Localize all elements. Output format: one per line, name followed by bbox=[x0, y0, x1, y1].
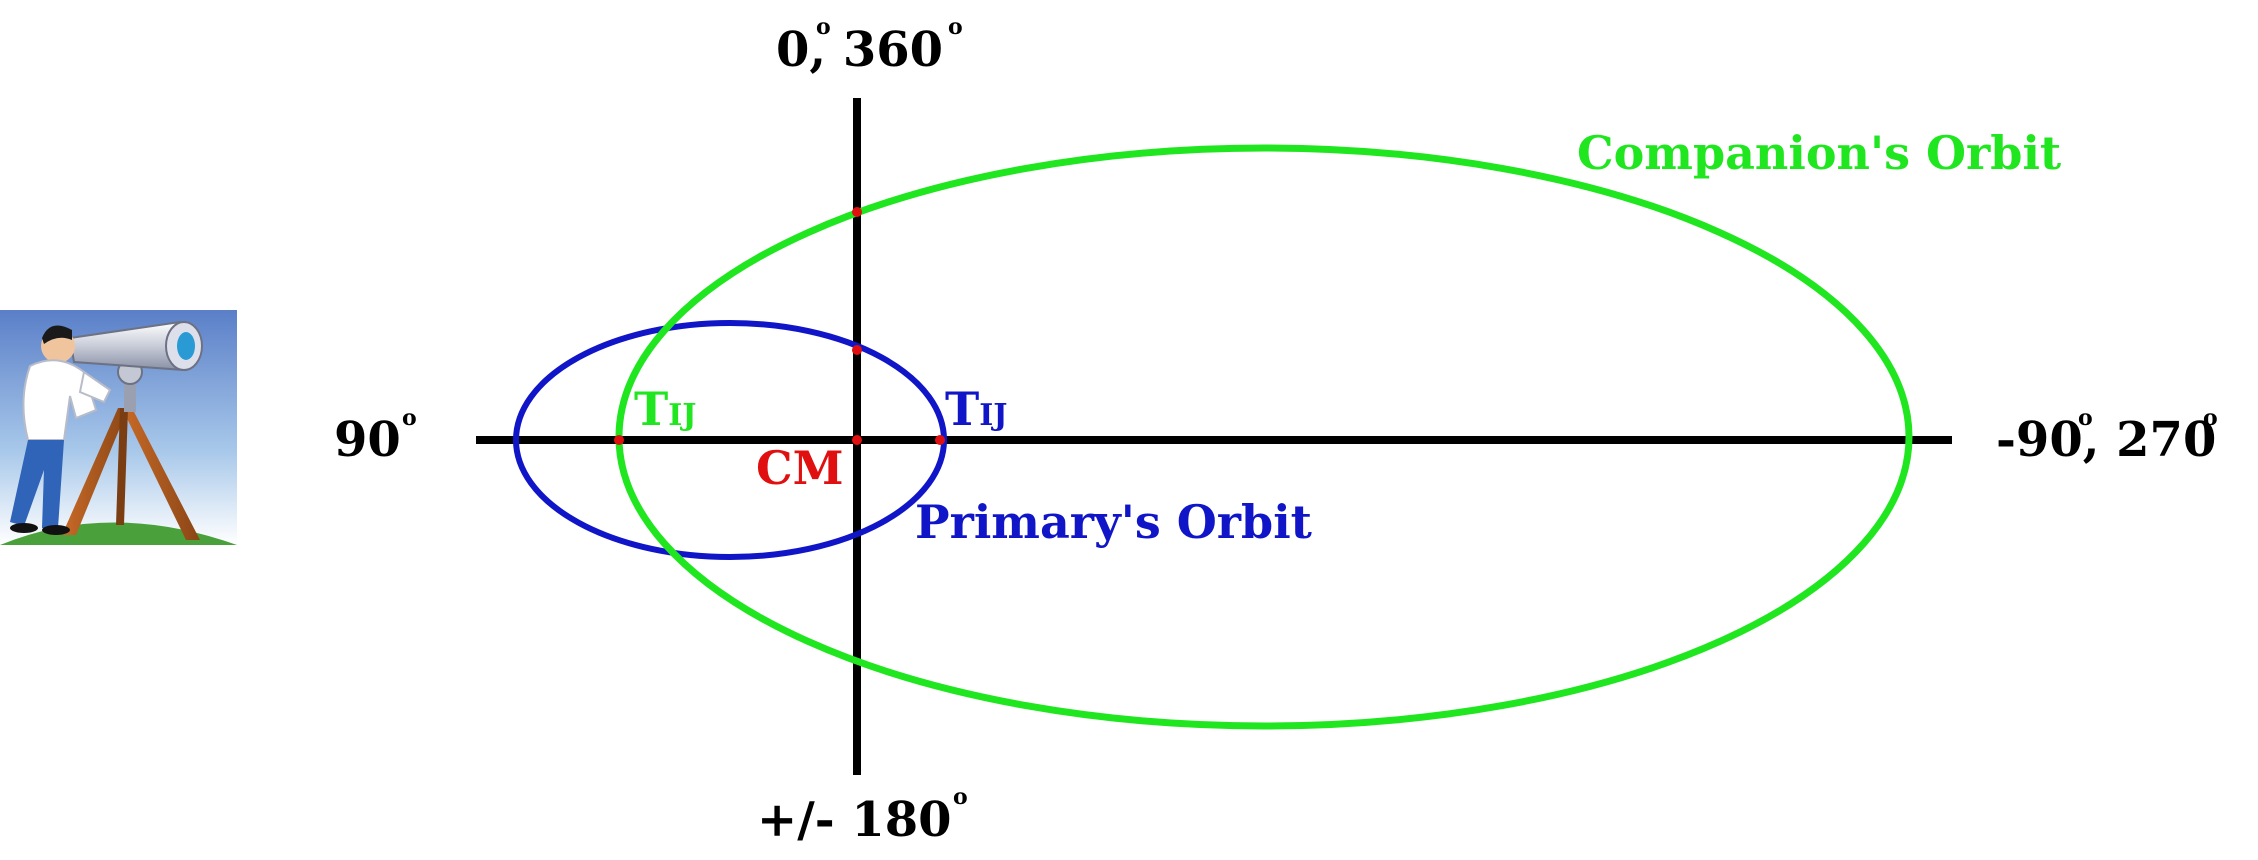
top-degree-mark-1: o bbox=[816, 14, 831, 40]
primary-orbit-label: Primary's Orbit bbox=[915, 495, 1313, 549]
companion-time-label: TIJ bbox=[634, 382, 696, 436]
intersection-dot bbox=[614, 435, 624, 445]
companion-orbit-label: Companion's Orbit bbox=[1577, 126, 2062, 180]
intersection-dot bbox=[935, 435, 945, 445]
left-angle-label: 90 bbox=[334, 412, 401, 468]
right-degree-mark-2: o bbox=[2203, 405, 2218, 431]
top-degree-mark-2: o bbox=[948, 14, 963, 40]
intersection-dot bbox=[852, 435, 862, 445]
intersection-dot bbox=[852, 345, 862, 355]
left-degree-mark: o bbox=[402, 405, 417, 431]
intersection-dot bbox=[852, 207, 862, 217]
right-degree-mark-1: o bbox=[2078, 405, 2093, 431]
astronomer-with-telescope-icon bbox=[0, 310, 237, 545]
intersection-markers bbox=[614, 207, 945, 445]
primary-time-label: TIJ bbox=[945, 382, 1007, 436]
bottom-degree-mark: o bbox=[953, 784, 968, 810]
center-of-mass-label: CM bbox=[756, 441, 844, 495]
top-angle-label: 0, 360 bbox=[776, 22, 943, 78]
right-angle-label: -90, 270 bbox=[1996, 412, 2216, 468]
bottom-angle-label: +/- 180 bbox=[757, 792, 952, 848]
